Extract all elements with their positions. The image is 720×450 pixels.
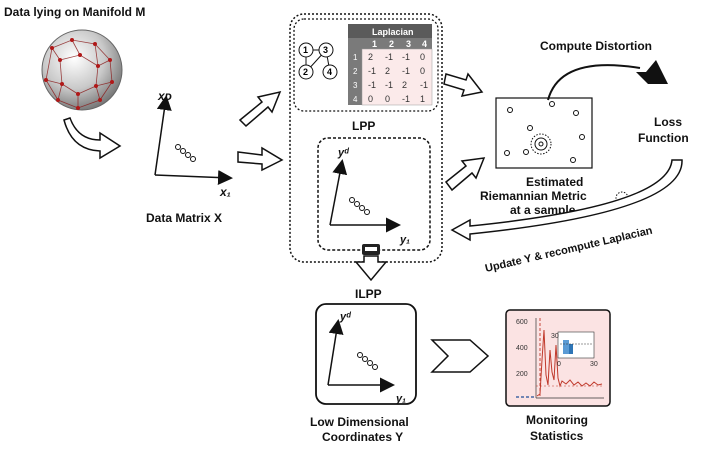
compute-distortion-label: Compute Distortion: [540, 39, 652, 53]
laplacian-cell: -1: [385, 52, 393, 62]
sphere-to-matrix-arrow: [63, 117, 122, 160]
laplacian-cell: -1: [402, 66, 410, 76]
lpp-to-ilpp-arrow: [354, 244, 388, 282]
laplacian-col-1: 1: [372, 39, 377, 49]
matrix-to-lpp-arrow: [237, 146, 284, 172]
laplacian-col-3: 3: [406, 39, 411, 49]
ilpp-to-monitoring-arrow: [430, 339, 490, 373]
laplacian-cell: -1: [402, 52, 410, 62]
lpp-x-axis-label: y₁: [399, 234, 410, 246]
data-matrix-label: Data Matrix X: [146, 211, 222, 225]
graph-node-3: 3: [323, 45, 328, 55]
data-matrix-x-axis-label: x₁: [219, 185, 231, 199]
monitoring-caption-line-2: Statistics: [530, 429, 584, 443]
laplacian-cell: -1: [402, 94, 410, 104]
laplacian-cell: 0: [420, 52, 425, 62]
metric-caption-line-2: Riemannian Metric: [480, 189, 587, 203]
metric-caption-line-1: Estimated: [526, 175, 583, 189]
laplacian-table: Laplacian 1 2 3 4 1 2 3 4 2 -1 -1 0 -1 2 -1 0 -1…: [348, 24, 433, 106]
update-arrow: [450, 159, 683, 242]
compute-distortion-arrow: [547, 64, 641, 101]
metric-box: [495, 97, 593, 169]
lpp-to-metric-arrow: [444, 157, 486, 192]
graph-node-2: 2: [303, 67, 308, 77]
laplacian-row-2: 2: [353, 67, 358, 76]
data-matrix-y-axis-label: xᴅ: [157, 89, 172, 103]
lpp-label: LPP: [352, 119, 375, 133]
lpp-y-axis-label: yᵈ: [337, 147, 349, 159]
compute-distortion-arrowhead: [636, 60, 668, 84]
inset-tick-30-top: 30: [551, 333, 559, 340]
ilpp-frame: [315, 303, 417, 405]
inset-tick-30-right: 30: [590, 361, 598, 368]
loss-function-line-2: Function: [638, 131, 689, 145]
sphere-title: Data lying on Manifold M: [4, 5, 145, 19]
adjacency-graph: 1 3 2 4: [298, 42, 338, 80]
laplacian-to-metric-arrow: [443, 72, 484, 97]
laplacian-title: Laplacian: [372, 27, 414, 37]
inset-tick-0: 0: [557, 361, 561, 368]
ilpp-y-axis-label: yᵈ: [339, 311, 351, 323]
laplacian-row-1: 1: [353, 53, 358, 62]
ilpp-label: ILPP: [355, 287, 382, 301]
laplacian-cell: -1: [368, 80, 376, 90]
monitoring-plot: 600 400 200 30 0 30: [516, 318, 604, 399]
laplacian-cell: -1: [385, 80, 393, 90]
laplacian-col-4: 4: [422, 39, 427, 49]
laplacian-cell: 0: [420, 66, 425, 76]
matrix-to-laplacian-arrow: [238, 90, 282, 128]
low-dim-line-1: Low Dimensional: [310, 415, 409, 429]
monitoring-tick-400: 400: [516, 345, 528, 352]
laplacian-cell: -1: [420, 80, 428, 90]
manifold-sphere: [41, 29, 123, 111]
monitoring-tick-200: 200: [516, 371, 528, 378]
loss-function-line-1: Loss: [654, 115, 682, 129]
laplacian-row-4: 4: [353, 95, 358, 104]
metric-ellipse-marker: [530, 133, 552, 155]
lpp-plot: yᵈ y₁: [329, 147, 410, 246]
graph-node-1: 1: [303, 45, 308, 55]
laplacian-col-2: 2: [389, 39, 394, 49]
laplacian-cell: 0: [385, 94, 390, 104]
graph-node-4: 4: [327, 67, 332, 77]
ilpp-x-axis-label: y₁: [395, 393, 406, 405]
laplacian-cell: 2: [385, 66, 390, 76]
monitoring-tick-600: 600: [516, 319, 528, 326]
update-label: Update Y & recompute Laplacian: [484, 225, 654, 275]
low-dim-line-2: Coordinates Y: [322, 430, 403, 444]
monitoring-caption-line-1: Monitoring: [526, 413, 588, 427]
ilpp-plot: yᵈ y₁: [327, 311, 406, 405]
laplacian-cell: -1: [368, 66, 376, 76]
laplacian-cells: 2 -1 -1 0 -1 2 -1 0 -1 -1 2 -1 0 0 -1 1: [368, 52, 428, 104]
lpp-frame: [317, 137, 431, 251]
laplacian-row-3: 3: [353, 81, 358, 90]
laplacian-cell: 2: [368, 52, 373, 62]
data-matrix-plot: xᴅ x₁: [154, 89, 233, 199]
laplacian-frame: [293, 18, 439, 112]
laplacian-cell: 1: [420, 94, 425, 104]
laplacian-cell: 0: [368, 94, 373, 104]
laplacian-cell: 2: [402, 80, 407, 90]
